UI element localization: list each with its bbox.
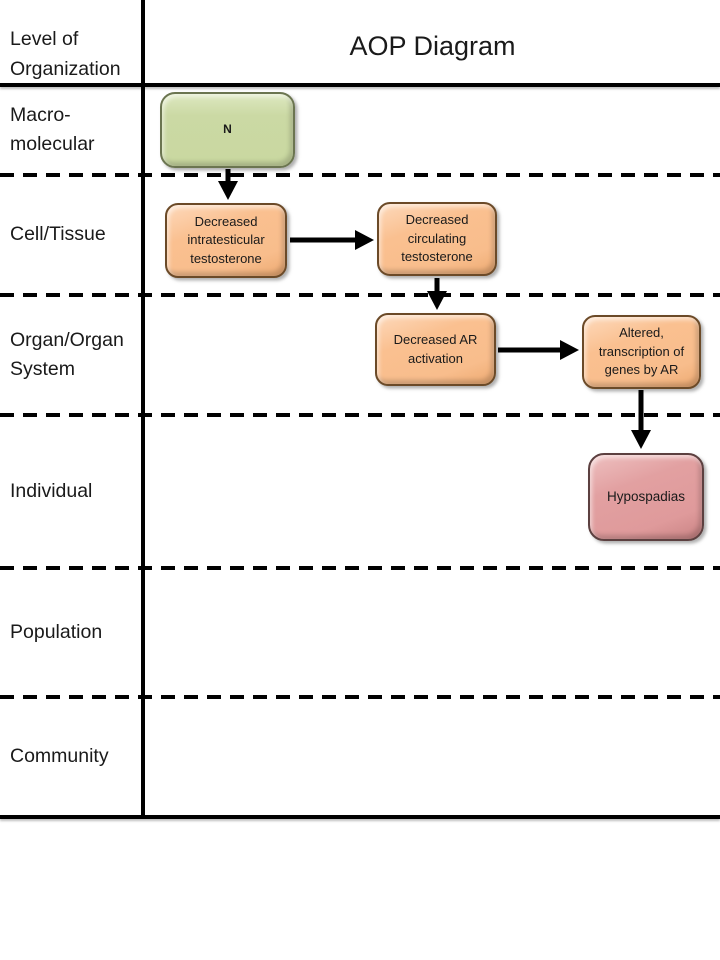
- row-label-community: Community: [0, 699, 141, 815]
- row-label-cell-tissue: Cell/Tissue: [0, 177, 141, 293]
- row-label-organ-system: Organ/Organ System: [0, 297, 141, 413]
- row-label-text: Cell/Tissue: [10, 223, 106, 246]
- node-decreased-intratesticular-testosterone: Decreased intratesticular testosterone: [165, 203, 287, 278]
- row-label-text: Organ/Organ System: [10, 328, 124, 380]
- diagram-title: AOP Diagram: [349, 31, 516, 61]
- row-label-population: Population: [0, 570, 141, 695]
- node-label: Hypospadias: [606, 489, 686, 505]
- column-divider-line: [141, 0, 145, 817]
- row-label-macro-molecular: Macro-molecular: [0, 87, 141, 173]
- node-mie-n: N: [160, 92, 295, 168]
- row-label-individual: Individual: [0, 417, 141, 566]
- node-label: Altered, transcription of genes by AR: [598, 325, 685, 378]
- row-label-text: Community: [10, 745, 109, 768]
- row-label-text: Individual: [10, 479, 93, 502]
- row-divider-dashed-3: [0, 413, 720, 417]
- row-label-text: Population: [10, 620, 103, 643]
- node-label: Decreased circulating testosterone: [401, 212, 473, 265]
- node-decreased-ar-activation: Decreased AR activation: [375, 313, 496, 386]
- corner-header-label: Level of Organization: [10, 28, 121, 81]
- node-hypospadias: Hypospadias: [588, 453, 704, 541]
- node-label: N: [223, 122, 232, 137]
- row-divider-dashed-5: [0, 695, 720, 699]
- node-label: Decreased AR activation: [393, 332, 478, 366]
- row-divider-dashed-2: [0, 293, 720, 297]
- row-divider-dashed-4: [0, 566, 720, 570]
- row-divider-dashed-1: [0, 173, 720, 177]
- node-altered-transcription: Altered, transcription of genes by AR: [582, 315, 701, 389]
- header-divider-line: [0, 83, 720, 87]
- node-label: Decreased intratesticular testosterone: [187, 213, 265, 266]
- node-decreased-circulating-testosterone: Decreased circulating testosterone: [377, 202, 497, 276]
- table-bottom-line: [0, 815, 720, 819]
- row-label-text: Macro-molecular: [10, 103, 95, 155]
